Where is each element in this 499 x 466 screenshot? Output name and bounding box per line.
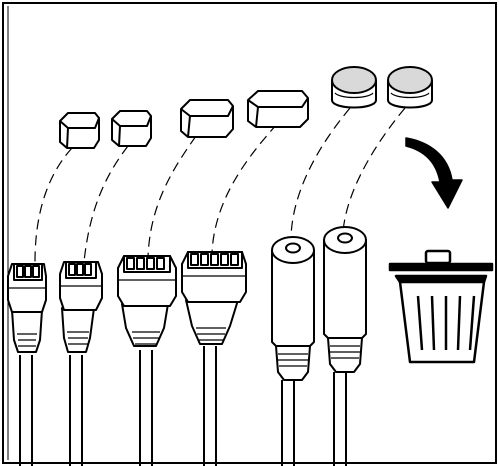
caps xyxy=(59,66,433,149)
curved-arrow-icon xyxy=(405,137,463,209)
dashed-leader-lines xyxy=(34,107,406,263)
leader-line-2 xyxy=(83,145,129,263)
round-barrel-jack-1 xyxy=(271,236,315,466)
leader-line-4 xyxy=(211,123,278,253)
connector-3pin-2 xyxy=(59,261,103,466)
round-cap-1 xyxy=(331,66,377,109)
leader-line-3 xyxy=(147,135,197,258)
rectangular-cap xyxy=(180,99,234,138)
connectors xyxy=(7,226,367,466)
connector-3pin-1 xyxy=(7,263,47,466)
leader-line-5 xyxy=(290,107,351,239)
connector-5pin xyxy=(181,251,247,466)
leader-line-1 xyxy=(34,147,73,263)
long-rectangular-cap xyxy=(247,90,309,128)
trash-bin-icon xyxy=(388,249,494,364)
round-cap-2 xyxy=(387,66,433,109)
small-square-cap-1 xyxy=(59,112,100,149)
leader-line-6 xyxy=(342,107,406,233)
small-square-cap-2 xyxy=(111,110,152,147)
round-barrel-jack-2 xyxy=(323,226,367,466)
connector-4pin xyxy=(117,255,177,466)
